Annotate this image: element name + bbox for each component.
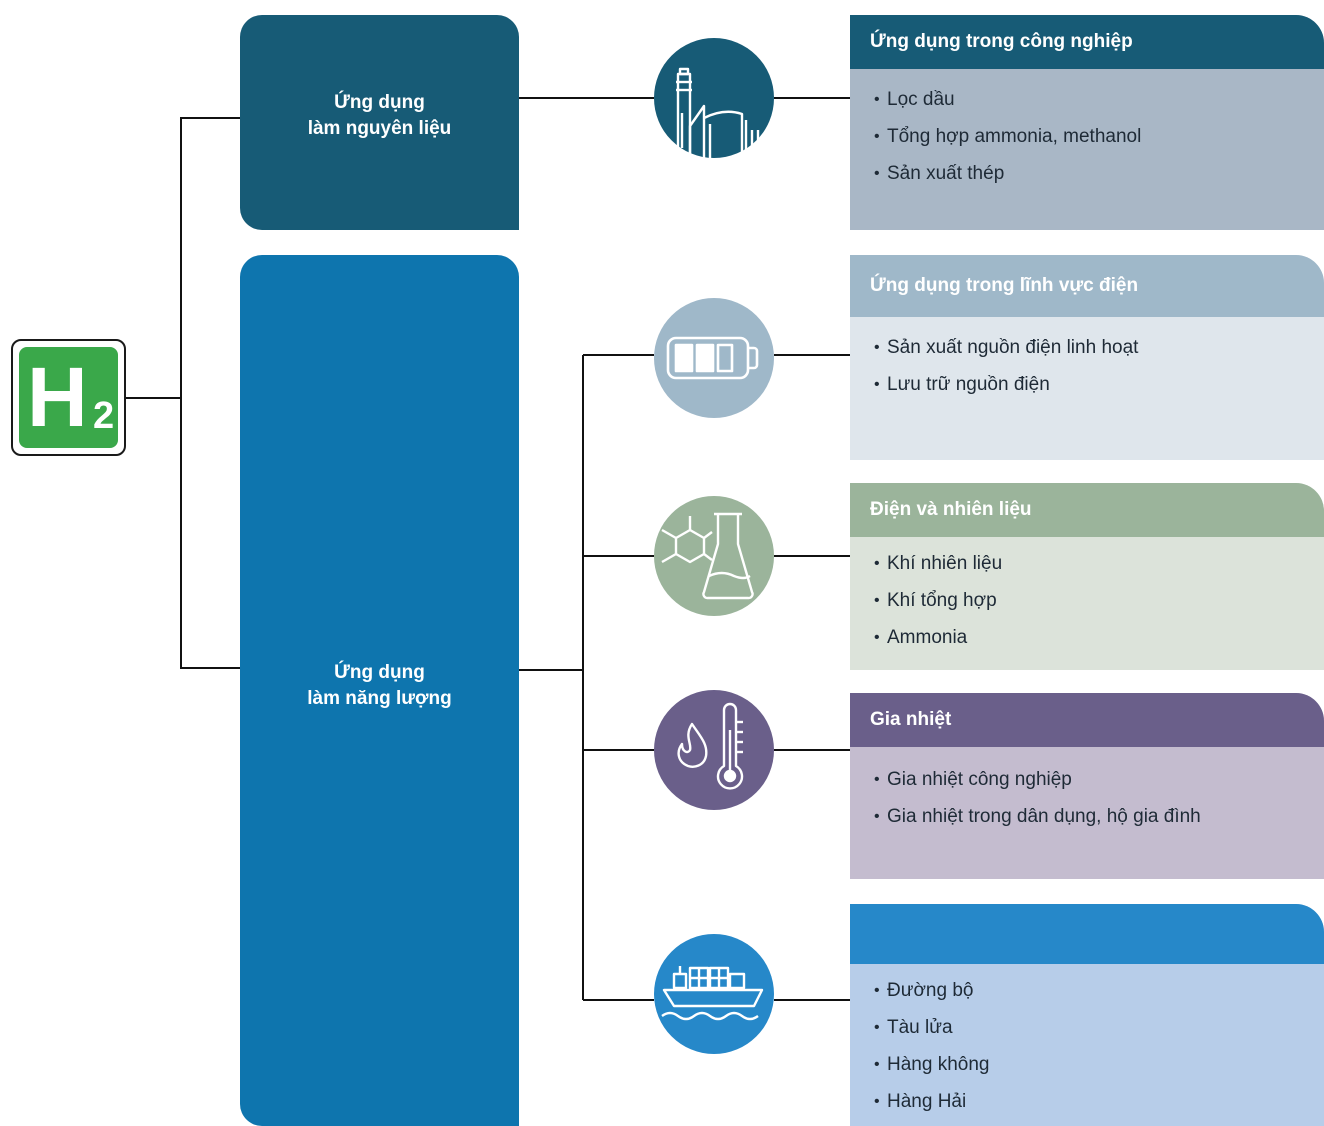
panel-heating: Gia nhiệt Gia nhiệt công nghiệp Gia nhiệ… [850, 693, 1324, 879]
list-item: Gia nhiệt công nghiệp [874, 761, 1324, 798]
list-item: Lưu trữ nguồn điện [874, 366, 1324, 403]
panel-industry-title: Ứng dụng trong công nghiệp [850, 15, 1324, 69]
panel-fuel-title: Điện và nhiên liệu [850, 483, 1324, 537]
list-item: Ammonia [874, 619, 1324, 656]
category-energy: Ứng dụng làm năng lượng [240, 255, 519, 1126]
category-energy-line1: Ứng dụng [334, 661, 425, 683]
panel-industry: Ứng dụng trong công nghiệp Lọc dầu Tổng … [850, 15, 1324, 230]
list-item: Sản xuất thép [874, 155, 1324, 192]
list-item: Hàng Hải [874, 1083, 1324, 1120]
panel-transport: Đường bộ Tàu lửa Hàng không Hàng Hải [850, 904, 1324, 1126]
panel-fuel: Điện và nhiên liệu Khí nhiên liệu Khí tổ… [850, 483, 1324, 670]
list-item: Đường bộ [874, 972, 1324, 1009]
panel-fuel-list: Khí nhiên liệu Khí tổng hợp Ammonia [850, 537, 1324, 656]
panel-heating-title: Gia nhiệt [850, 693, 1324, 747]
list-item: Khí tổng hợp [874, 582, 1324, 619]
list-item: Khí nhiên liệu [874, 545, 1324, 582]
category-feedstock-line2: làm nguyên liệu [307, 117, 452, 139]
chemistry-flask-icon [654, 496, 774, 616]
panel-power-title: Ứng dụng trong lĩnh vực điện [850, 255, 1324, 317]
list-item: Sản xuất nguồn điện linh hoạt [874, 329, 1324, 366]
hydrogen-h2-logo: H 2 [11, 339, 126, 456]
category-feedstock-line1: Ứng dụng [334, 91, 425, 113]
list-item: Tổng hợp ammonia, methanol [874, 118, 1324, 155]
list-item: Tàu lửa [874, 1009, 1324, 1046]
flame-thermometer-icon [654, 690, 774, 810]
battery-icon [654, 298, 774, 418]
list-item: Gia nhiệt trong dân dụng, hộ gia đình [874, 798, 1324, 835]
cargo-ship-icon [654, 934, 774, 1054]
panel-heating-list: Gia nhiệt công nghiệp Gia nhiệt trong dâ… [850, 747, 1324, 835]
list-item: Hàng không [874, 1046, 1324, 1083]
panel-transport-title [850, 904, 1324, 964]
category-energy-line2: làm năng lượng [307, 687, 452, 709]
category-feedstock: Ứng dụng làm nguyên liệu [240, 15, 519, 230]
h2-logo-letter: H [27, 350, 88, 444]
panel-power-list: Sản xuất nguồn điện linh hoạt Lưu trữ ng… [850, 317, 1324, 403]
panel-industry-list: Lọc dầu Tổng hợp ammonia, methanol Sản x… [850, 69, 1324, 192]
panel-power: Ứng dụng trong lĩnh vực điện Sản xuất ng… [850, 255, 1324, 460]
factory-icon [654, 38, 774, 158]
h2-logo-subscript: 2 [93, 395, 115, 437]
panel-transport-list: Đường bộ Tàu lửa Hàng không Hàng Hải [850, 964, 1324, 1120]
list-item: Lọc dầu [874, 81, 1324, 118]
